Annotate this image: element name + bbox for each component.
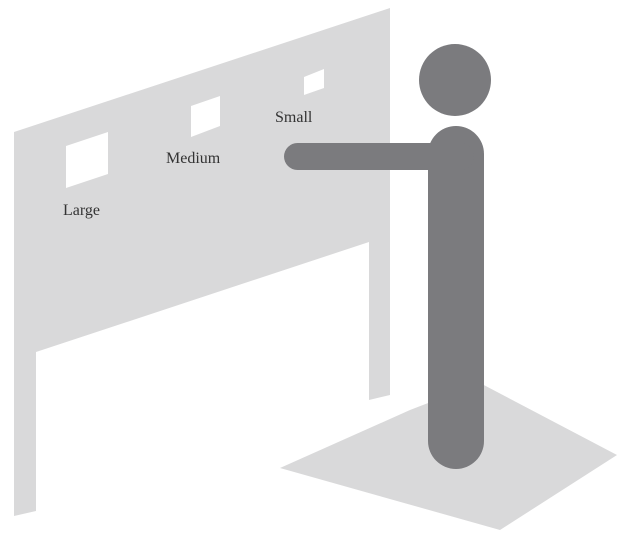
label-medium: Medium [166,150,221,167]
target-medium [191,96,220,137]
person-figure [284,44,491,469]
person-body [428,126,484,469]
target-small [304,69,324,95]
person-arm [284,143,474,170]
target-large [66,132,108,188]
wall-panel [14,8,390,516]
label-large: Large [63,202,100,219]
person-head [419,44,491,116]
label-small: Small [275,109,313,126]
